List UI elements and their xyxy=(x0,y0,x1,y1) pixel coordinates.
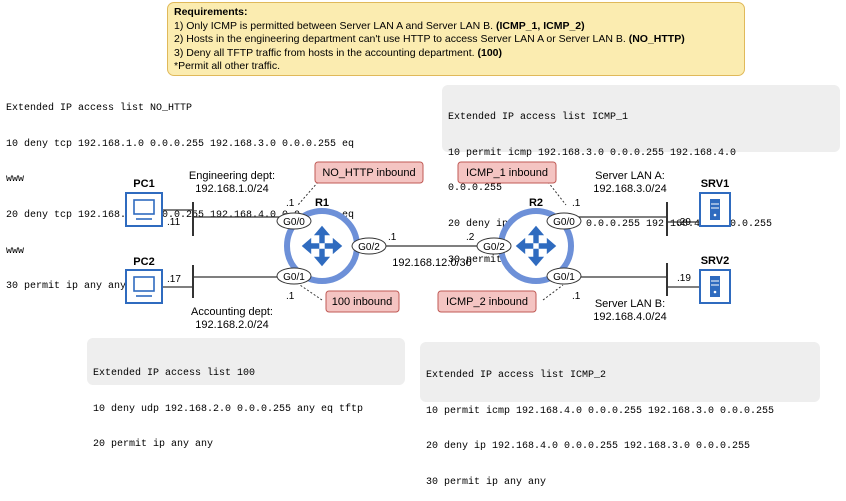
router-r2-label: R2 xyxy=(529,197,543,209)
acl-line: 20 permit ip any any xyxy=(93,439,214,451)
pc1-label: PC1 xyxy=(133,178,154,190)
srv2-icon[interactable] xyxy=(699,269,731,304)
srv2-label: SRV2 xyxy=(701,255,730,267)
svg-text:G0/2: G0/2 xyxy=(483,242,505,253)
router-r1-label: R1 xyxy=(315,197,329,209)
pc1-icon[interactable] xyxy=(125,192,163,227)
acl-line: Extended IP access list 100 xyxy=(93,367,256,379)
acl-line: 10 deny tcp 192.168.1.0 0.0.0.255 192.16… xyxy=(6,138,355,150)
lan-b-label: Server LAN B: xyxy=(595,298,665,310)
acl-line: 0.0.0.255 xyxy=(448,183,503,195)
r1-g02-ip: .1 xyxy=(388,232,397,243)
acl-line: 30 permit ip any any xyxy=(6,281,127,293)
tag-connector xyxy=(297,181,319,206)
svg-text:G0/0: G0/0 xyxy=(283,217,305,228)
r2-g02-port: G0/2 xyxy=(476,237,512,255)
requirements-title: Requirements: xyxy=(174,6,248,18)
r1-g00-port: G0/0 xyxy=(276,212,312,230)
r1-g01-ip: .1 xyxy=(286,291,295,302)
r1-g00-ip: .1 xyxy=(286,198,295,209)
tag-no-http-inbound: NO_HTTP inbound xyxy=(314,161,424,184)
acl-line: 30 permit ip any any xyxy=(426,476,547,488)
acl-line: Extended IP access list NO_HTTP xyxy=(6,102,193,114)
pc1-host-ip: .11 xyxy=(167,217,181,228)
requirement-item: 3) Deny all TFTP traffic from hosts in t… xyxy=(174,46,502,59)
acc-dept-label: Accounting dept: xyxy=(191,306,273,318)
svg-text:NO_HTTP inbound: NO_HTTP inbound xyxy=(322,167,415,179)
svg-text:ICMP_1 inbound: ICMP_1 inbound xyxy=(466,167,548,179)
tag-connector xyxy=(547,181,567,206)
acl-line: 10 permit icmp 192.168.3.0 0.0.0.255 192… xyxy=(448,147,737,159)
r1-g02-port: G0/2 xyxy=(351,237,387,255)
tag-icmp2-inbound: ICMP_2 inbound xyxy=(437,290,537,313)
eng-net-label: 192.168.1.0/24 xyxy=(195,183,268,195)
tag-connector xyxy=(299,284,323,301)
tag-100-inbound: 100 inbound xyxy=(325,290,400,313)
svg-text:G0/0: G0/0 xyxy=(553,217,575,228)
acc-net-label: 192.168.2.0/24 xyxy=(195,319,268,331)
acl-line: Extended IP access list ICMP_1 xyxy=(448,111,629,123)
srv1-icon[interactable] xyxy=(699,192,731,227)
wan-net-label: 192.168.12.0/30 xyxy=(392,257,472,269)
acl-line: www xyxy=(6,245,25,257)
acl-line: 20 deny ip 192.168.4.0 0.0.0.255 192.168… xyxy=(426,441,751,453)
acl-line: Extended IP access list ICMP_2 xyxy=(426,369,607,381)
lan-a-net-label: 192.168.3.0/24 xyxy=(593,183,666,195)
tag-icmp1-inbound: ICMP_1 inbound xyxy=(457,161,557,184)
requirement-item: *Permit all other traffic. xyxy=(174,60,281,73)
eng-dept-label: Engineering dept: xyxy=(189,170,275,182)
srv2-host-ip: .19 xyxy=(677,273,691,284)
svg-text:100 inbound: 100 inbound xyxy=(332,296,393,308)
svg-text:G0/1: G0/1 xyxy=(553,272,575,283)
r2-g00-port: G0/0 xyxy=(546,212,582,230)
requirement-item: 1) Only ICMP is permitted between Server… xyxy=(174,19,585,32)
svg-text:ICMP_2 inbound: ICMP_2 inbound xyxy=(446,296,528,308)
r2-g01-ip: .1 xyxy=(572,291,581,302)
lan-a-label: Server LAN A: xyxy=(595,170,665,182)
network-diagram: G0/0 G0/1 G0/2 G0/2 G0/0 G0/1 R1 R2 PC1 … xyxy=(125,161,731,331)
svg-text:G0/1: G0/1 xyxy=(283,272,305,283)
tag-connector xyxy=(542,284,564,301)
acl-line: www xyxy=(6,174,25,186)
srv1-host-ip: .29 xyxy=(677,217,691,228)
lan-b-net-label: 192.168.4.0/24 xyxy=(593,311,666,323)
r2-g01-port: G0/1 xyxy=(546,267,582,285)
pc2-icon[interactable] xyxy=(125,269,163,304)
pc2-label: PC2 xyxy=(133,256,154,268)
requirement-item: 2) Hosts in the engineering department c… xyxy=(174,33,685,46)
r1-g01-port: G0/1 xyxy=(276,267,312,285)
svg-text:G0/2: G0/2 xyxy=(358,242,380,253)
srv1-label: SRV1 xyxy=(701,178,730,190)
pc2-host-ip: .17 xyxy=(167,274,181,285)
r2-g00-ip: .1 xyxy=(572,198,581,209)
r2-g02-ip: .2 xyxy=(466,232,475,243)
requirements-box: Requirements: 1) Only ICMP is permitted … xyxy=(167,2,745,76)
